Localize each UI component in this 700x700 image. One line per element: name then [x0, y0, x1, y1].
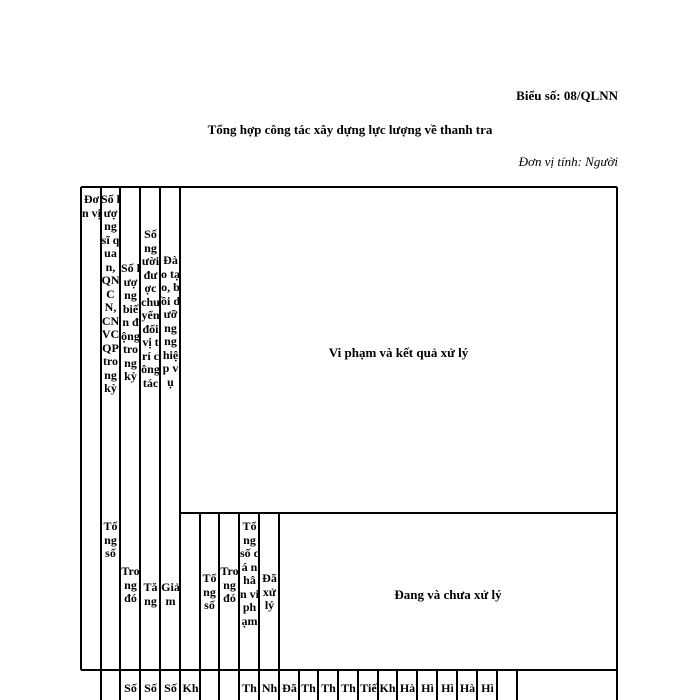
row3-cell: Đã [282, 682, 297, 695]
document-title: Tổng hợp công tác xây dựng lực lượng về … [207, 122, 493, 137]
header-da-xu-ly: Đã xử lý [262, 572, 277, 612]
header-trong-do: Trong đó [121, 565, 140, 605]
row3-cell: Nh [261, 682, 278, 695]
header-trong-do-2: Trong đó [220, 565, 239, 605]
row3-cell: Th [321, 682, 336, 695]
row3-cell: Hì [441, 682, 454, 695]
header-dang-chua-xu-ly: Đang và chưa xử lý [394, 588, 502, 602]
row3-cell: Kh [182, 682, 199, 695]
row3-cell: Số [124, 682, 137, 695]
row3-cell: Hà [459, 682, 476, 695]
header-giam: Giảm [161, 581, 180, 608]
unit-label: Đơn vị tính: Người [518, 154, 618, 169]
row3-cell: Số [164, 682, 177, 695]
row3-cell: Hà [399, 682, 416, 695]
row3-cell: Tiế [360, 682, 377, 695]
row3-cell: Số [144, 682, 157, 695]
header-tong-so-2: Tổng số [202, 572, 217, 612]
row3-cell: Th [301, 682, 316, 695]
header-so-nguoi-chuyen-doi: Số người được chuyển đổi vị trí công tác [141, 228, 160, 390]
row3-cell: Th [341, 682, 356, 695]
row3-cell: Kh [379, 682, 396, 695]
form-code: Biểu số: 08/QLNN [516, 88, 618, 103]
header-vi-pham: Vi phạm và kết quả xử lý [328, 346, 469, 360]
header-so-luong-si-quan: Số lượng sĩ quan, QNCN, CNVCQP trong kỳ [101, 193, 120, 395]
row3-cell: Th [242, 682, 257, 695]
header-tang: Tăng [143, 581, 158, 608]
header-tong-so-ca-nhan: Tổng số cá nhân vi phạm [240, 520, 259, 628]
header-dao-tao: Đào tạo, bồi dưỡng nghiệp vụ [161, 254, 180, 389]
header-so-luong-bien-dong: Số lượng biến động trong kỳ [121, 262, 140, 383]
header-tong-so: Tổng số [103, 520, 118, 560]
header-don-vi: Đơn vị [82, 193, 101, 220]
row3-cell: Hì [421, 682, 434, 695]
row3-cell: Hì [481, 682, 494, 695]
